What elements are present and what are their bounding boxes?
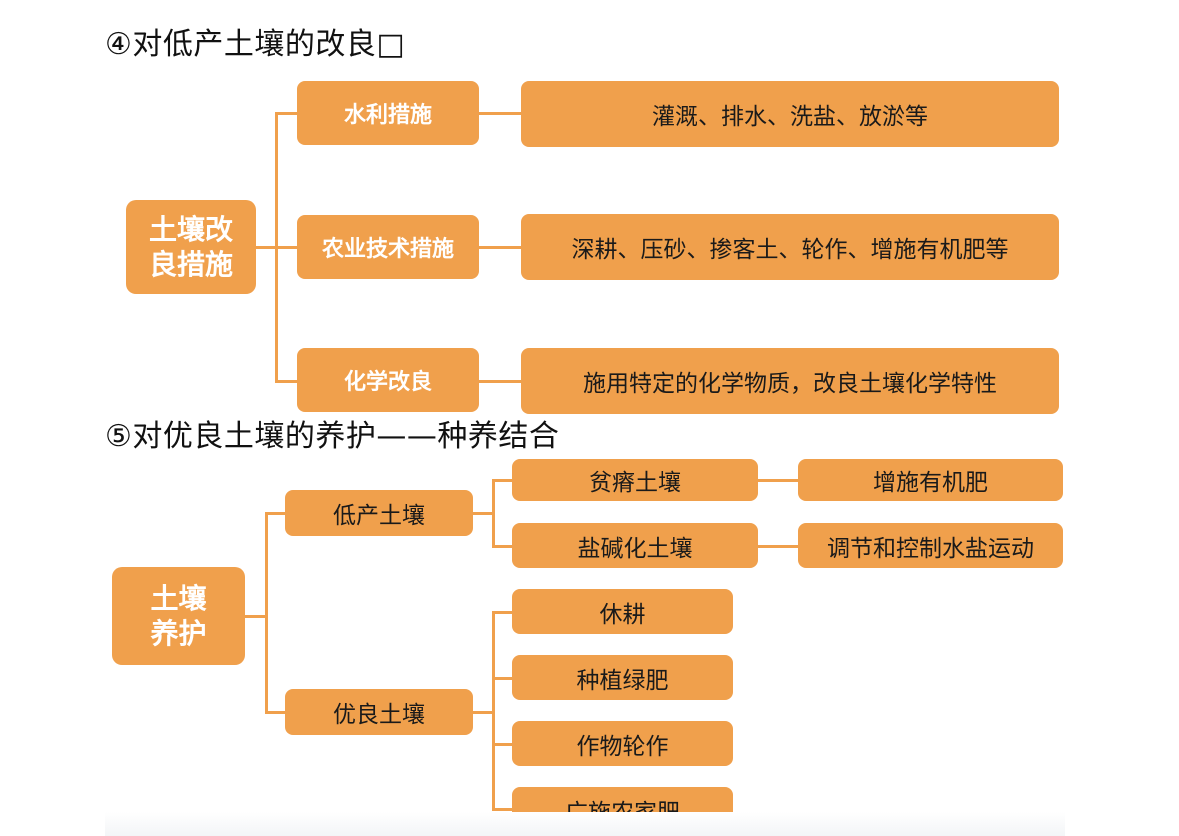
node-agri-tech-measures: 农业技术措施	[297, 215, 479, 279]
section4-heading: ④对低产土壤的改良□	[105, 27, 406, 62]
connector	[492, 479, 514, 482]
root-node-soil-improvement: 土壤改良措施	[126, 200, 256, 294]
connector	[492, 545, 514, 548]
connector	[757, 479, 800, 482]
connector	[492, 677, 514, 680]
section5-heading: ⑤对优良土壤的养护——种养结合	[105, 419, 560, 454]
connector	[757, 545, 800, 548]
connector	[478, 380, 523, 383]
node-water-measures: 水利措施	[297, 81, 479, 145]
connector	[265, 711, 287, 714]
connector	[492, 479, 495, 547]
root-node-soil-maintenance: 土壤养护	[112, 567, 245, 665]
node-low-yield-soil: 低产土壤	[285, 490, 473, 536]
connector	[492, 611, 514, 614]
connector	[478, 246, 523, 249]
detail-agri-tech-measures: 深耕、压砂、掺客土、轮作、增施有机肥等	[521, 214, 1059, 280]
connector	[275, 380, 299, 383]
detail-chemical-improvement: 施用特定的化学物质，改良土壤化学特性	[521, 348, 1059, 414]
connector	[275, 246, 299, 249]
connector	[244, 615, 268, 618]
connector	[471, 512, 495, 515]
node-good-soil: 优良土壤	[285, 689, 473, 735]
node-fallow: 休耕	[512, 589, 733, 634]
connector	[492, 808, 514, 811]
connector	[492, 611, 495, 810]
connector	[492, 743, 514, 746]
connector	[265, 512, 287, 515]
connector	[255, 246, 277, 249]
detail-saline-alkali-soil: 调节和控制水盐运动	[798, 523, 1063, 568]
connector	[275, 112, 299, 115]
node-saline-alkali-soil: 盐碱化土壤	[512, 523, 758, 568]
bottom-shadow	[105, 812, 1065, 836]
node-crop-rotation: 作物轮作	[512, 721, 733, 766]
connector	[265, 512, 268, 713]
detail-barren-soil: 增施有机肥	[798, 459, 1063, 501]
node-chemical-improvement: 化学改良	[297, 348, 479, 412]
connector	[478, 112, 523, 115]
node-green-manure: 种植绿肥	[512, 655, 733, 700]
detail-water-measures: 灌溉、排水、洗盐、放淤等	[521, 81, 1059, 147]
node-barren-soil: 贫瘠土壤	[512, 459, 758, 501]
connector	[471, 711, 495, 714]
